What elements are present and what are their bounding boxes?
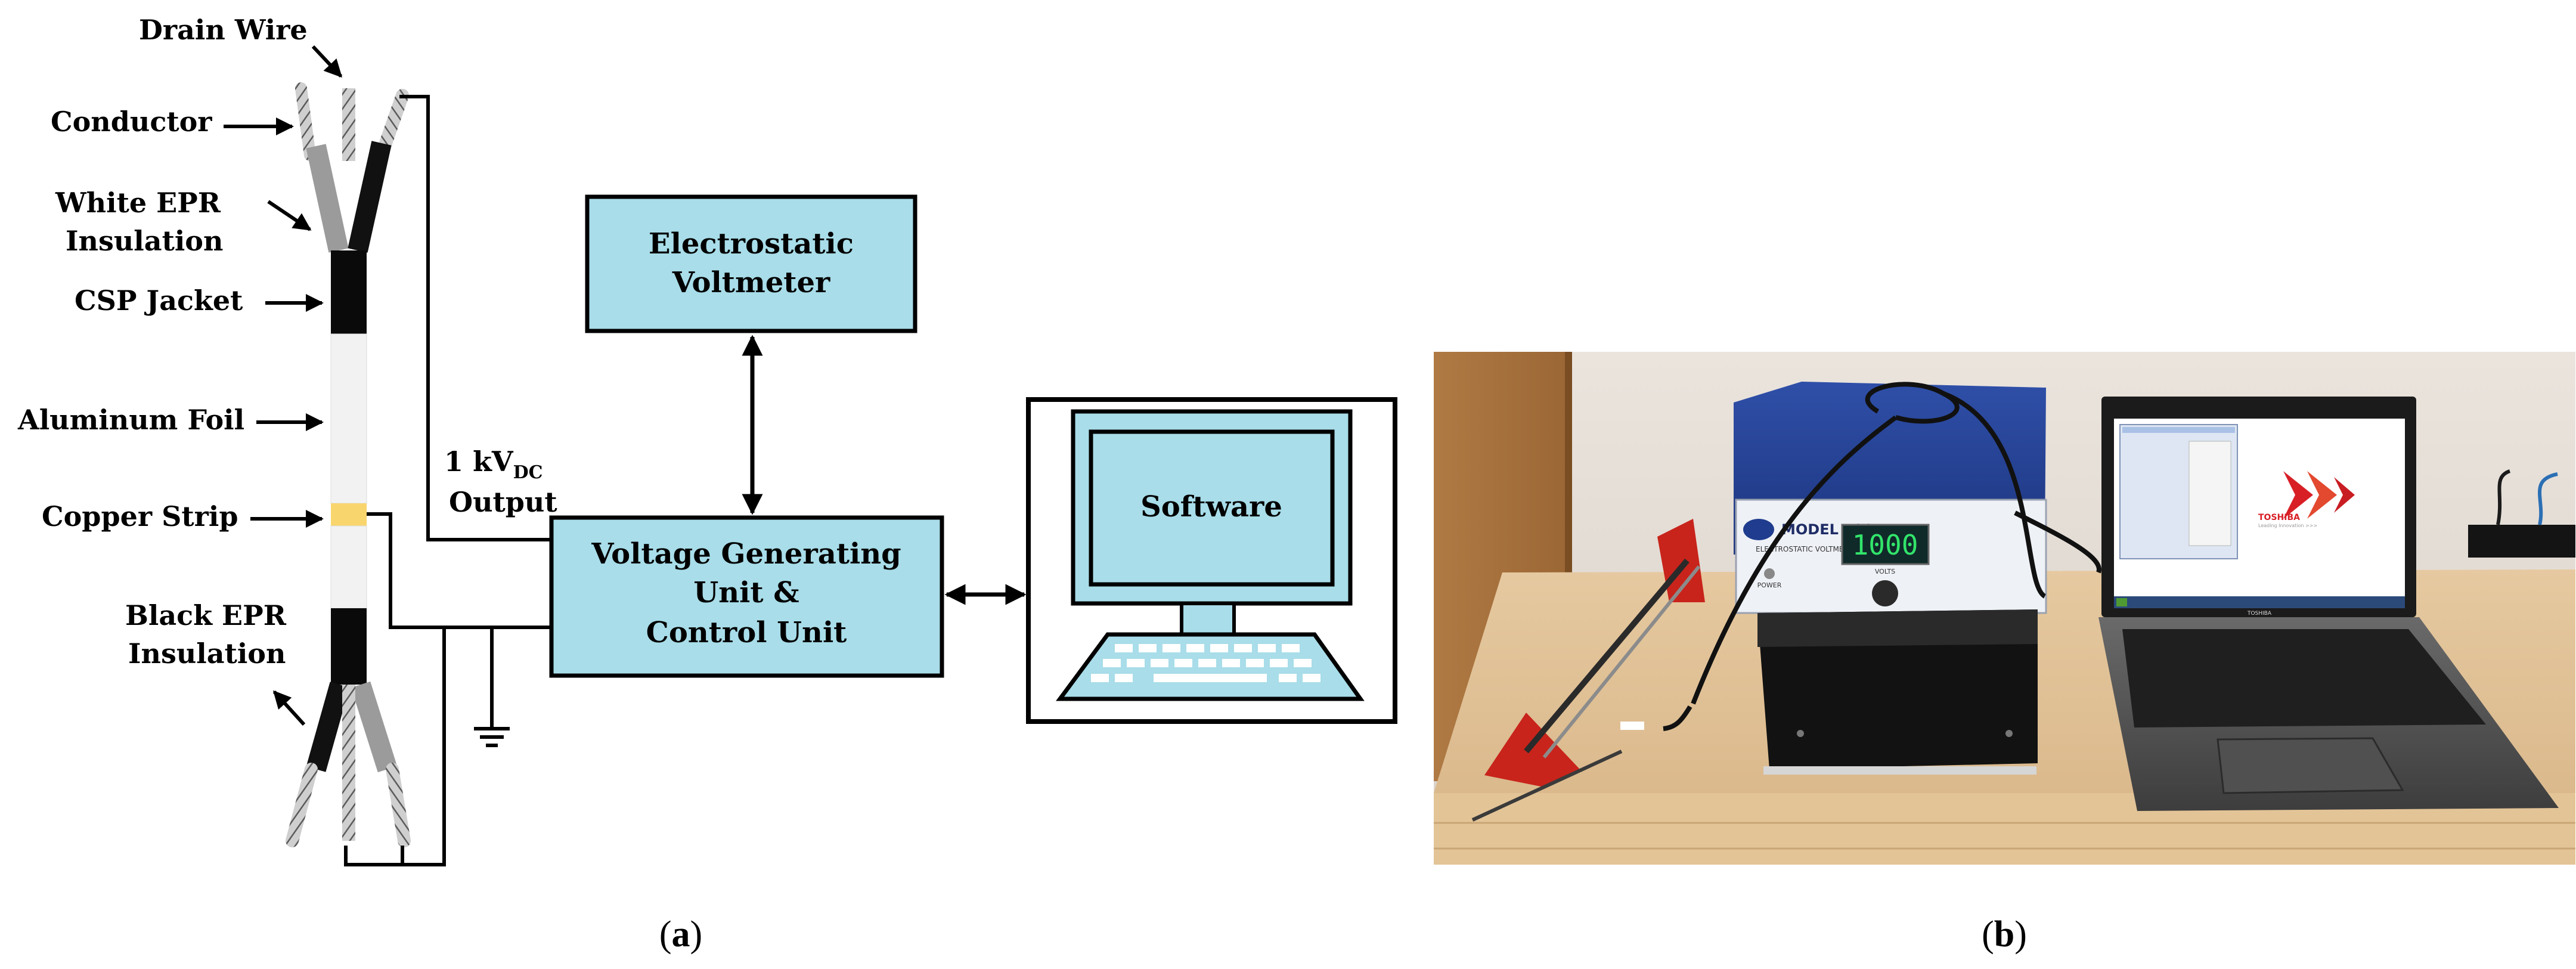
wire-ground-loop	[344, 627, 446, 866]
photo-laptop: TOSHIBA Leading Innovation >>> TOSHIBA	[2098, 397, 2559, 811]
vgu-line-2: Unit &	[693, 576, 799, 609]
test-stand	[1471, 519, 1705, 822]
label-conductor: Conductor	[51, 106, 212, 138]
wiring	[344, 95, 551, 866]
laptop-screen-brand: TOSHIBA	[2258, 513, 2300, 522]
photo-cables	[1663, 382, 2101, 731]
label-copper-strip: Copper Strip	[42, 500, 238, 533]
arrow-white-epr	[267, 200, 312, 231]
output-label-sub: DC	[513, 462, 543, 483]
device-display-unit: VOLTS	[1875, 568, 1895, 575]
aluminum-foil-section	[330, 333, 367, 504]
label-white-epr-1: White EPR	[55, 187, 221, 219]
laptop-screen-tagline: Leading Innovation >>>	[2258, 523, 2317, 528]
label-drain-wire: Drain Wire	[139, 14, 308, 46]
voltmeter-line-1: Electrostatic	[649, 227, 854, 261]
voltmeter-line-2: Voltmeter	[672, 266, 830, 299]
csp-jacket-section	[331, 250, 367, 334]
power-strip	[2468, 469, 2575, 558]
label-black-epr-1: Black EPR	[125, 599, 287, 631]
electrostatic-voltmeter-box: Electrostatic Voltmeter	[585, 194, 917, 333]
lower-jacket-section	[331, 608, 367, 685]
device-electrostatic-voltmeter: MODEL 430 ELECTROSTATIC VOLTMETER 1000 V…	[1734, 382, 2047, 775]
svg-text:1 kVDC: 1 kVDC	[444, 445, 543, 483]
upper-cable-conductors	[295, 82, 409, 253]
wire-output	[399, 95, 551, 541]
laptop-bezel-brand: TOSHIBA	[2247, 611, 2272, 617]
cable-labels: Drain Wire Conductor White EPR Insulatio…	[17, 14, 343, 726]
output-label-main: 1 kV	[444, 445, 514, 478]
device-display-value: 1000	[1852, 529, 1918, 561]
caption-a: (a)	[659, 914, 702, 955]
vgu-line-3: Control Unit	[646, 616, 847, 649]
label-white-epr-2: Insulation	[66, 225, 223, 257]
software-label: Software	[1140, 490, 1282, 524]
vgu-line-1: Voltage Generating	[591, 537, 901, 571]
label-aluminum-foil: Aluminum Foil	[17, 404, 244, 436]
arrow-black-epr	[272, 690, 306, 726]
ground-symbol	[474, 727, 510, 747]
device-subtitle: ELECTROSTATIC VOLTMETER	[1756, 545, 1858, 553]
label-black-epr-2: Insulation	[128, 637, 286, 670]
output-label: 1 kVDC Output	[444, 445, 557, 518]
photo-experimental-setup: MODEL 430 ELECTROSTATIC VOLTMETER 1000 V…	[1434, 352, 2575, 865]
lower-cable-conductors	[286, 681, 411, 847]
wire-copper-strip	[367, 512, 551, 629]
voltage-generating-unit-box: Voltage Generating Unit & Control Unit	[549, 515, 944, 678]
caption-b: (b)	[1982, 914, 2027, 955]
keyboard-keys	[1091, 644, 1320, 682]
output-label-line2: Output	[449, 486, 557, 518]
computer-icon: Software	[1026, 397, 1397, 724]
copper-strip-section	[331, 503, 367, 526]
arrow-drain-wire	[311, 45, 343, 78]
cable-sample	[286, 82, 411, 847]
device-power-label: POWER	[1757, 581, 1782, 589]
label-csp-jacket: CSP Jacket	[75, 284, 243, 317]
